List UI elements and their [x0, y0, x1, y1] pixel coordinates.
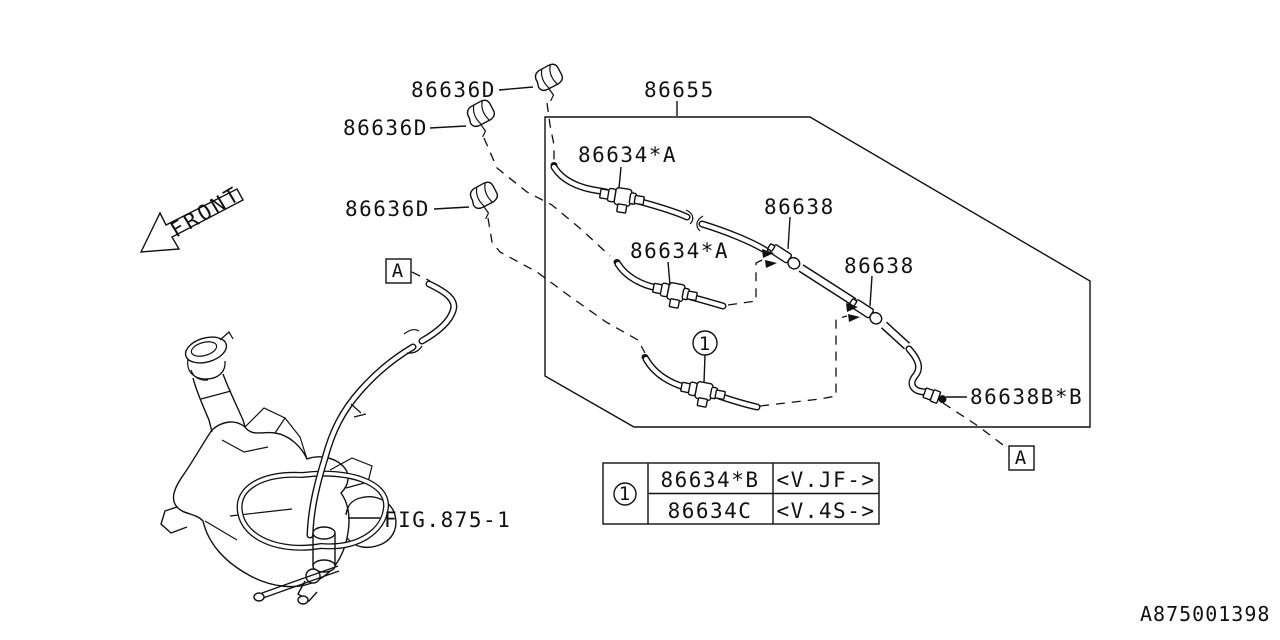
figure-reference: FIG.875-1: [348, 508, 511, 532]
elbow-connector-icon: [846, 296, 885, 327]
washer-hose-bottom: [641, 315, 848, 412]
clip-part-label: 86636D: [345, 197, 430, 221]
front-arrow-icon: [139, 188, 244, 253]
view-ref-label: A: [392, 260, 404, 282]
table-applicability: <V.JF->: [776, 468, 875, 492]
front-label: FRONT: [166, 181, 245, 242]
end-fitting-icon: [922, 387, 947, 404]
hose-clips: 86636D 86636D 86636D: [343, 61, 646, 354]
clip-icon: [467, 179, 503, 222]
table-applicability: <V.4S->: [776, 499, 875, 523]
assembly-part-label: 86655: [644, 78, 715, 102]
view-ref-a-left: A: [385, 258, 431, 284]
table-part-number: 86634*B: [660, 468, 759, 492]
tank-outlet-tube: [306, 280, 458, 539]
view-ref-a-right: A: [942, 402, 1035, 471]
washer-tank-figure: [160, 280, 458, 605]
callout-number-label: 1: [699, 333, 711, 355]
clip-part-label: 86636D: [343, 116, 428, 140]
part-labels: 86634*A 86634*A 86638 86638 86638B*B: [578, 143, 1083, 409]
washer-hose-middle: [613, 258, 765, 313]
clip-part-label: 86636D: [411, 78, 496, 102]
elbow-part-label: 86638: [844, 254, 915, 278]
tjoint-connector-icon: [649, 278, 699, 313]
assembly-boundary: 86655: [544, 78, 1091, 428]
clip-icon: [532, 61, 568, 104]
tjoint-connector-icon: [597, 184, 646, 217]
end-fitting-part-label: 86638B*B: [970, 385, 1083, 409]
figure-reference-label: FIG.875-1: [384, 508, 511, 532]
elbow-part-label: 86638: [764, 195, 835, 219]
tank-loop-hose: [236, 470, 389, 551]
tjoint-connector-icon: [677, 377, 727, 412]
tjoint-part-label: 86634*A: [578, 143, 677, 167]
tjoint-part-label: 86634*A: [630, 239, 729, 263]
washer-hose-top: [550, 162, 947, 404]
table-callout-label: 1: [619, 483, 631, 505]
table-part-number: 86634C: [668, 499, 753, 523]
elbow-connector-icon: [764, 241, 803, 272]
view-ref-label: A: [1015, 447, 1027, 469]
callout-number: 1: [692, 330, 718, 384]
washer-pump: [253, 526, 340, 605]
clip-icon: [464, 97, 500, 140]
drawing-number: A875001398: [1140, 602, 1270, 626]
front-direction-indicator: FRONT: [139, 181, 246, 253]
parts-table: 1 86634*B <V.JF-> 86634C <V.4S->: [602, 462, 880, 525]
